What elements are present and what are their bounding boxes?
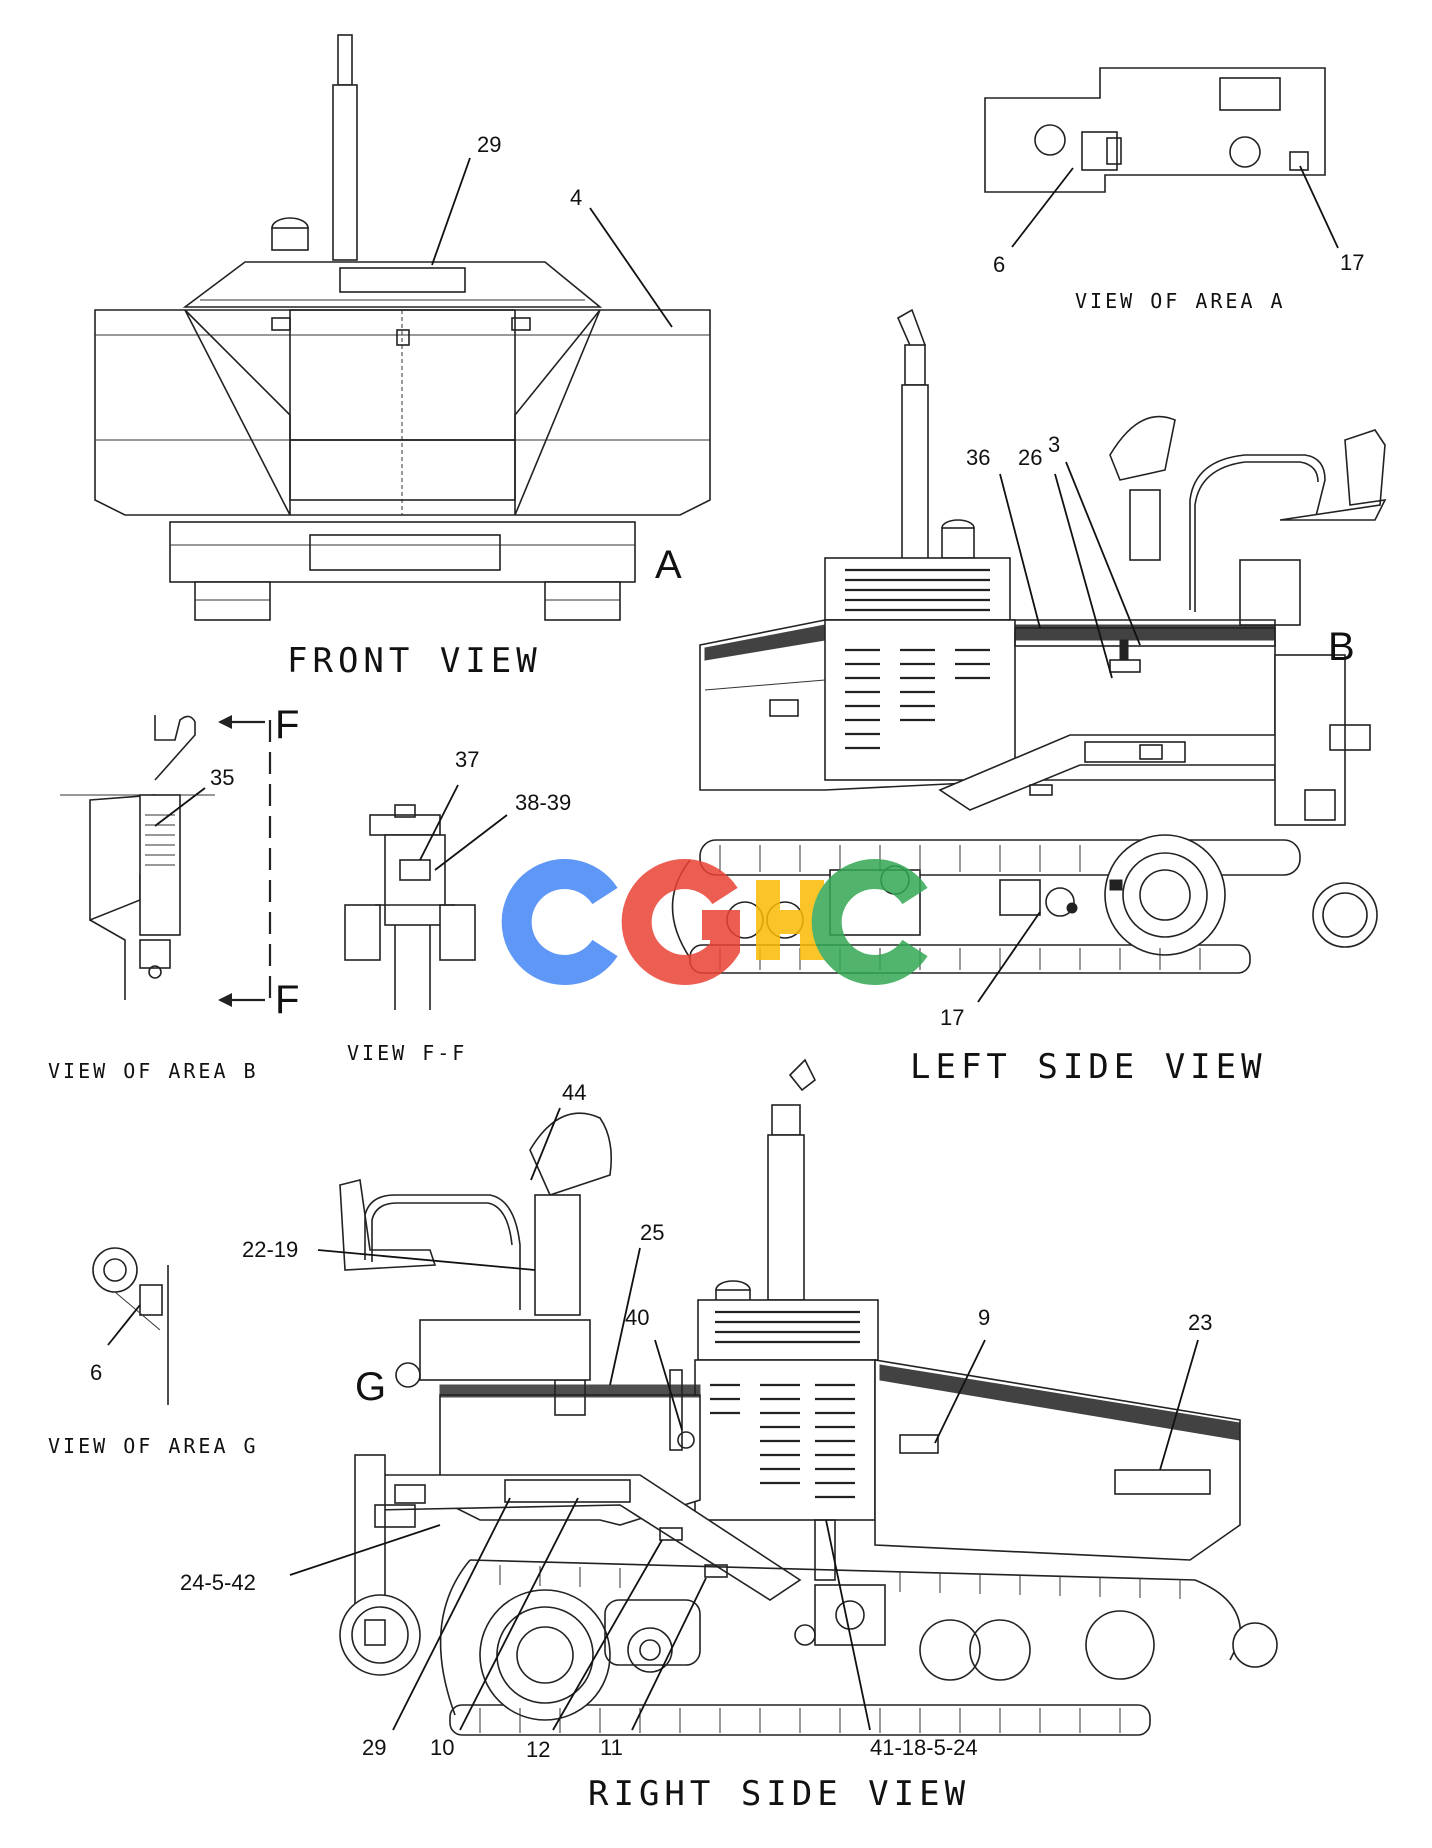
view-f-f-drawing bbox=[344, 804, 476, 1010]
callout-right-10: 10 bbox=[430, 1735, 454, 1760]
callout-right-23: 23 bbox=[1188, 1310, 1212, 1335]
callout-area-a-17: 17 bbox=[1340, 250, 1364, 275]
callout-right-12: 12 bbox=[526, 1737, 550, 1762]
callout-left-17: 17 bbox=[940, 1005, 964, 1030]
callout-right-44: 44 bbox=[562, 1080, 586, 1105]
right-side-view-title: RIGHT SIDE VIEW bbox=[588, 1774, 970, 1814]
callout-right-29: 29 bbox=[362, 1735, 386, 1760]
callout-ff-38-39: 38-39 bbox=[515, 790, 571, 815]
area-a-title: VIEW OF AREA A bbox=[1075, 289, 1286, 313]
area-g-drawing bbox=[92, 1247, 169, 1405]
area-g-title: VIEW OF AREA G bbox=[48, 1434, 259, 1458]
front-view-title: FRONT VIEW bbox=[287, 641, 542, 681]
callout-right-41-18-5-24: 41-18-5-24 bbox=[870, 1735, 978, 1760]
callout-front-4: 4 bbox=[570, 185, 582, 210]
left-side-view-title: LEFT SIDE VIEW bbox=[910, 1047, 1267, 1087]
area-marker-b: B bbox=[1328, 625, 1355, 669]
callout-area-b-35: 35 bbox=[210, 765, 234, 790]
callout-right-22-19: 22-19 bbox=[242, 1237, 298, 1262]
right-side-view-drawing bbox=[339, 1058, 1278, 1736]
callout-left-36: 36 bbox=[966, 445, 990, 470]
callout-left-26: 26 bbox=[1018, 445, 1042, 470]
callout-area-g-6: 6 bbox=[90, 1360, 102, 1385]
area-marker-g: G bbox=[355, 1365, 386, 1409]
area-b-drawing bbox=[60, 715, 272, 1007]
callout-right-11: 11 bbox=[600, 1735, 623, 1760]
callout-area-a-6: 6 bbox=[993, 252, 1005, 277]
callout-right-40: 40 bbox=[625, 1305, 649, 1330]
watermark-letter-c bbox=[501, 859, 618, 985]
view-f-f-title: VIEW F-F bbox=[347, 1041, 467, 1065]
area-b-title: VIEW OF AREA B bbox=[48, 1059, 259, 1083]
watermark-letter-g bbox=[621, 859, 740, 985]
callout-right-24-5-42: 24-5-42 bbox=[180, 1570, 256, 1595]
callout-right-9: 9 bbox=[978, 1305, 990, 1330]
front-view-drawing bbox=[94, 34, 711, 621]
section-marker-f-top: F bbox=[275, 703, 299, 747]
callout-front-29: 29 bbox=[477, 132, 501, 157]
leader-lines bbox=[107, 157, 1339, 1731]
left-side-view-drawing bbox=[671, 308, 1387, 974]
watermark-letter-c2 bbox=[811, 859, 928, 985]
section-marker-f-bottom: F bbox=[275, 978, 299, 1022]
callout-right-25: 25 bbox=[640, 1220, 664, 1245]
callout-ff-37: 37 bbox=[455, 747, 479, 772]
callout-left-3: 3 bbox=[1048, 432, 1060, 457]
watermark bbox=[501, 859, 928, 985]
area-a-drawing bbox=[984, 67, 1326, 193]
area-marker-a: A bbox=[655, 543, 682, 587]
